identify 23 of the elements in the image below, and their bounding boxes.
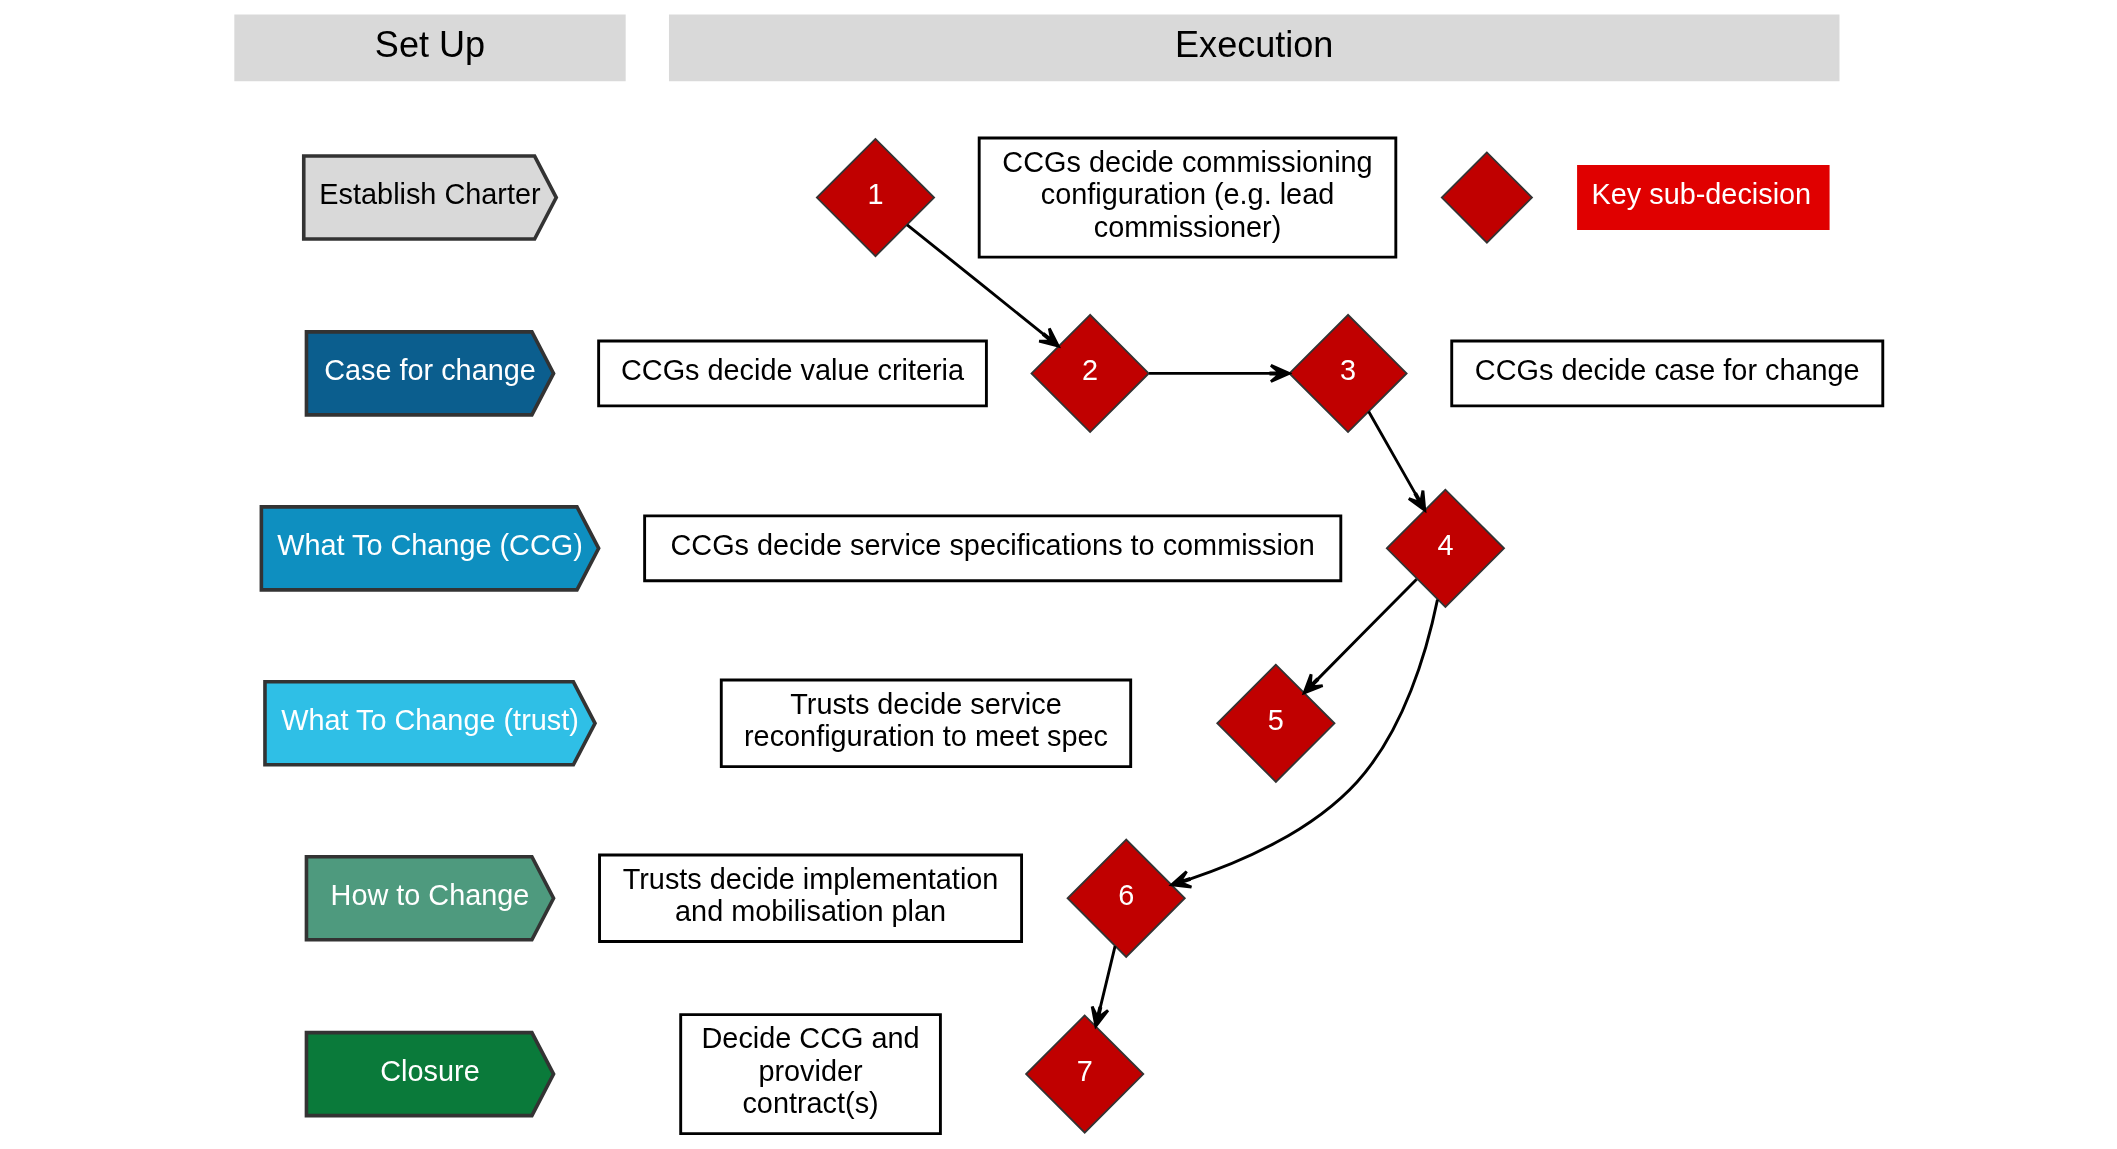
node-box: Trusts decide service reconfiguration to meet spec — [719, 678, 1132, 769]
arrow — [1169, 599, 1439, 889]
node-diamond: 1 — [815, 137, 935, 258]
arrow — [905, 223, 1060, 348]
node-diamond: 7 — [1024, 1014, 1145, 1134]
legend-label: Key sub-decision — [1591, 178, 1811, 211]
node-diamond: 2 — [1029, 313, 1150, 434]
arrow — [1366, 410, 1426, 512]
node-box: Set Up — [233, 14, 626, 82]
node-diamond: 6 — [1065, 838, 1186, 959]
node-diamond: 5 — [1215, 663, 1336, 784]
node-box: Decide CCG and provider contract(s) — [678, 1013, 942, 1136]
node-box: CCGs decide commissioning configuration (e.g. lead commissioner) — [977, 136, 1397, 259]
node-box: Execution — [668, 14, 1839, 82]
arrow — [1302, 578, 1418, 695]
node-diamond: 3 — [1287, 313, 1408, 434]
node-box: Trusts decide implementation and mobilisation plan — [597, 853, 1023, 943]
node-box: CCGs decide case for change — [1449, 339, 1884, 408]
node-diamond — [1440, 151, 1533, 244]
node-box: CCGs decide value criteria — [596, 339, 988, 408]
arrow — [1090, 945, 1116, 1028]
arrow — [1148, 363, 1290, 383]
node-box: CCGs decide service specifications to commission — [642, 514, 1342, 583]
